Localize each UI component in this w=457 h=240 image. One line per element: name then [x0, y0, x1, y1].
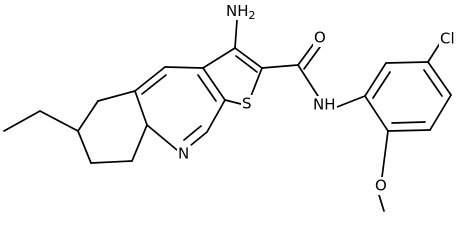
pyridine-bond-3	[202, 67, 226, 101]
chlorine-label: Cl	[439, 30, 457, 48]
molecule-structure-diagram: NH2 O NH Cl S N O	[3, 1, 457, 212]
methoxy-oxygen-bond	[381, 130, 389, 178]
methoxy-oxygen-text: O	[375, 177, 387, 195]
aryl-ring-bond-3	[427, 61, 452, 96]
aryl-ring-bond-5-inner	[391, 121, 426, 124]
cyclohexene-bond-5	[90, 160, 133, 164]
carbonyl-oxygen-text: O	[314, 29, 326, 47]
aryl-ring-bond-2	[385, 61, 429, 64]
pyridine-nitrogen-text: N	[178, 145, 189, 163]
svg-text:NH2: NH2	[226, 2, 256, 23]
thiophene-sulfur-text: S	[242, 95, 252, 113]
amide-nitrogen-bond	[297, 64, 319, 97]
pyridine-bond-4	[206, 99, 226, 133]
aryl-ring-bond-6	[364, 95, 389, 132]
amide-aryl-bond	[336, 95, 366, 108]
amine-subscript-2: 2	[249, 9, 256, 22]
aryl-ring-bond-4	[429, 94, 452, 131]
pyridine-bond-2	[164, 66, 204, 69]
carbonyl-double-bond-a	[297, 41, 316, 66]
pyridine-bond-6	[146, 124, 178, 151]
thiophene-bond-2-inner	[235, 55, 258, 73]
amide-nh-label: NH	[311, 96, 337, 114]
thiophene-bond-4	[224, 99, 242, 105]
aryl-ring-bond-3-inner	[423, 69, 443, 97]
cyclohexene-bond-2	[97, 90, 136, 102]
pyridine-nitrogen-label: N	[177, 145, 191, 163]
carbonyl-oxygen-label: O	[313, 29, 327, 47]
amide-nh-text: NH	[313, 96, 336, 114]
pyridine-bond-1	[134, 66, 166, 92]
pyridine-bond-3-inner	[197, 74, 217, 102]
thiophene-bond-3	[250, 67, 263, 97]
ethyl-ring-bond	[39, 110, 79, 132]
amine-nh2-label: NH2	[224, 2, 256, 23]
methoxy-methyl-bond	[378, 194, 385, 212]
ethyl-terminal-bond	[3, 110, 41, 132]
pyridine-bond-5-inner	[183, 125, 202, 141]
pyridine-bond-1-inner	[141, 74, 167, 95]
aryl-ring-bond-5	[387, 129, 431, 132]
thiophene-bond-1	[202, 47, 236, 69]
amide-carbon-bond	[261, 64, 299, 69]
cyclohexene-bond-6	[77, 130, 92, 164]
cyclohexene-bond-1	[77, 100, 99, 132]
chlorine-text: Cl	[440, 30, 455, 48]
amine-nh-text: NH	[226, 2, 249, 20]
aryl-ring-bond-1-inner	[372, 71, 391, 99]
cyclohexene-bond-4	[131, 124, 148, 162]
atom-label-layer: NH2 O NH Cl S N O	[177, 2, 457, 195]
thiophene-sulfur-label: S	[241, 95, 255, 113]
thiophene-bond-2	[234, 47, 263, 69]
amine-bond	[234, 19, 238, 49]
methoxy-oxygen-label: O	[374, 177, 388, 195]
cyclohexene-bond-3	[134, 90, 148, 126]
aryl-ring-bond-1	[364, 62, 387, 97]
carbonyl-double-bond-b	[303, 46, 321, 70]
